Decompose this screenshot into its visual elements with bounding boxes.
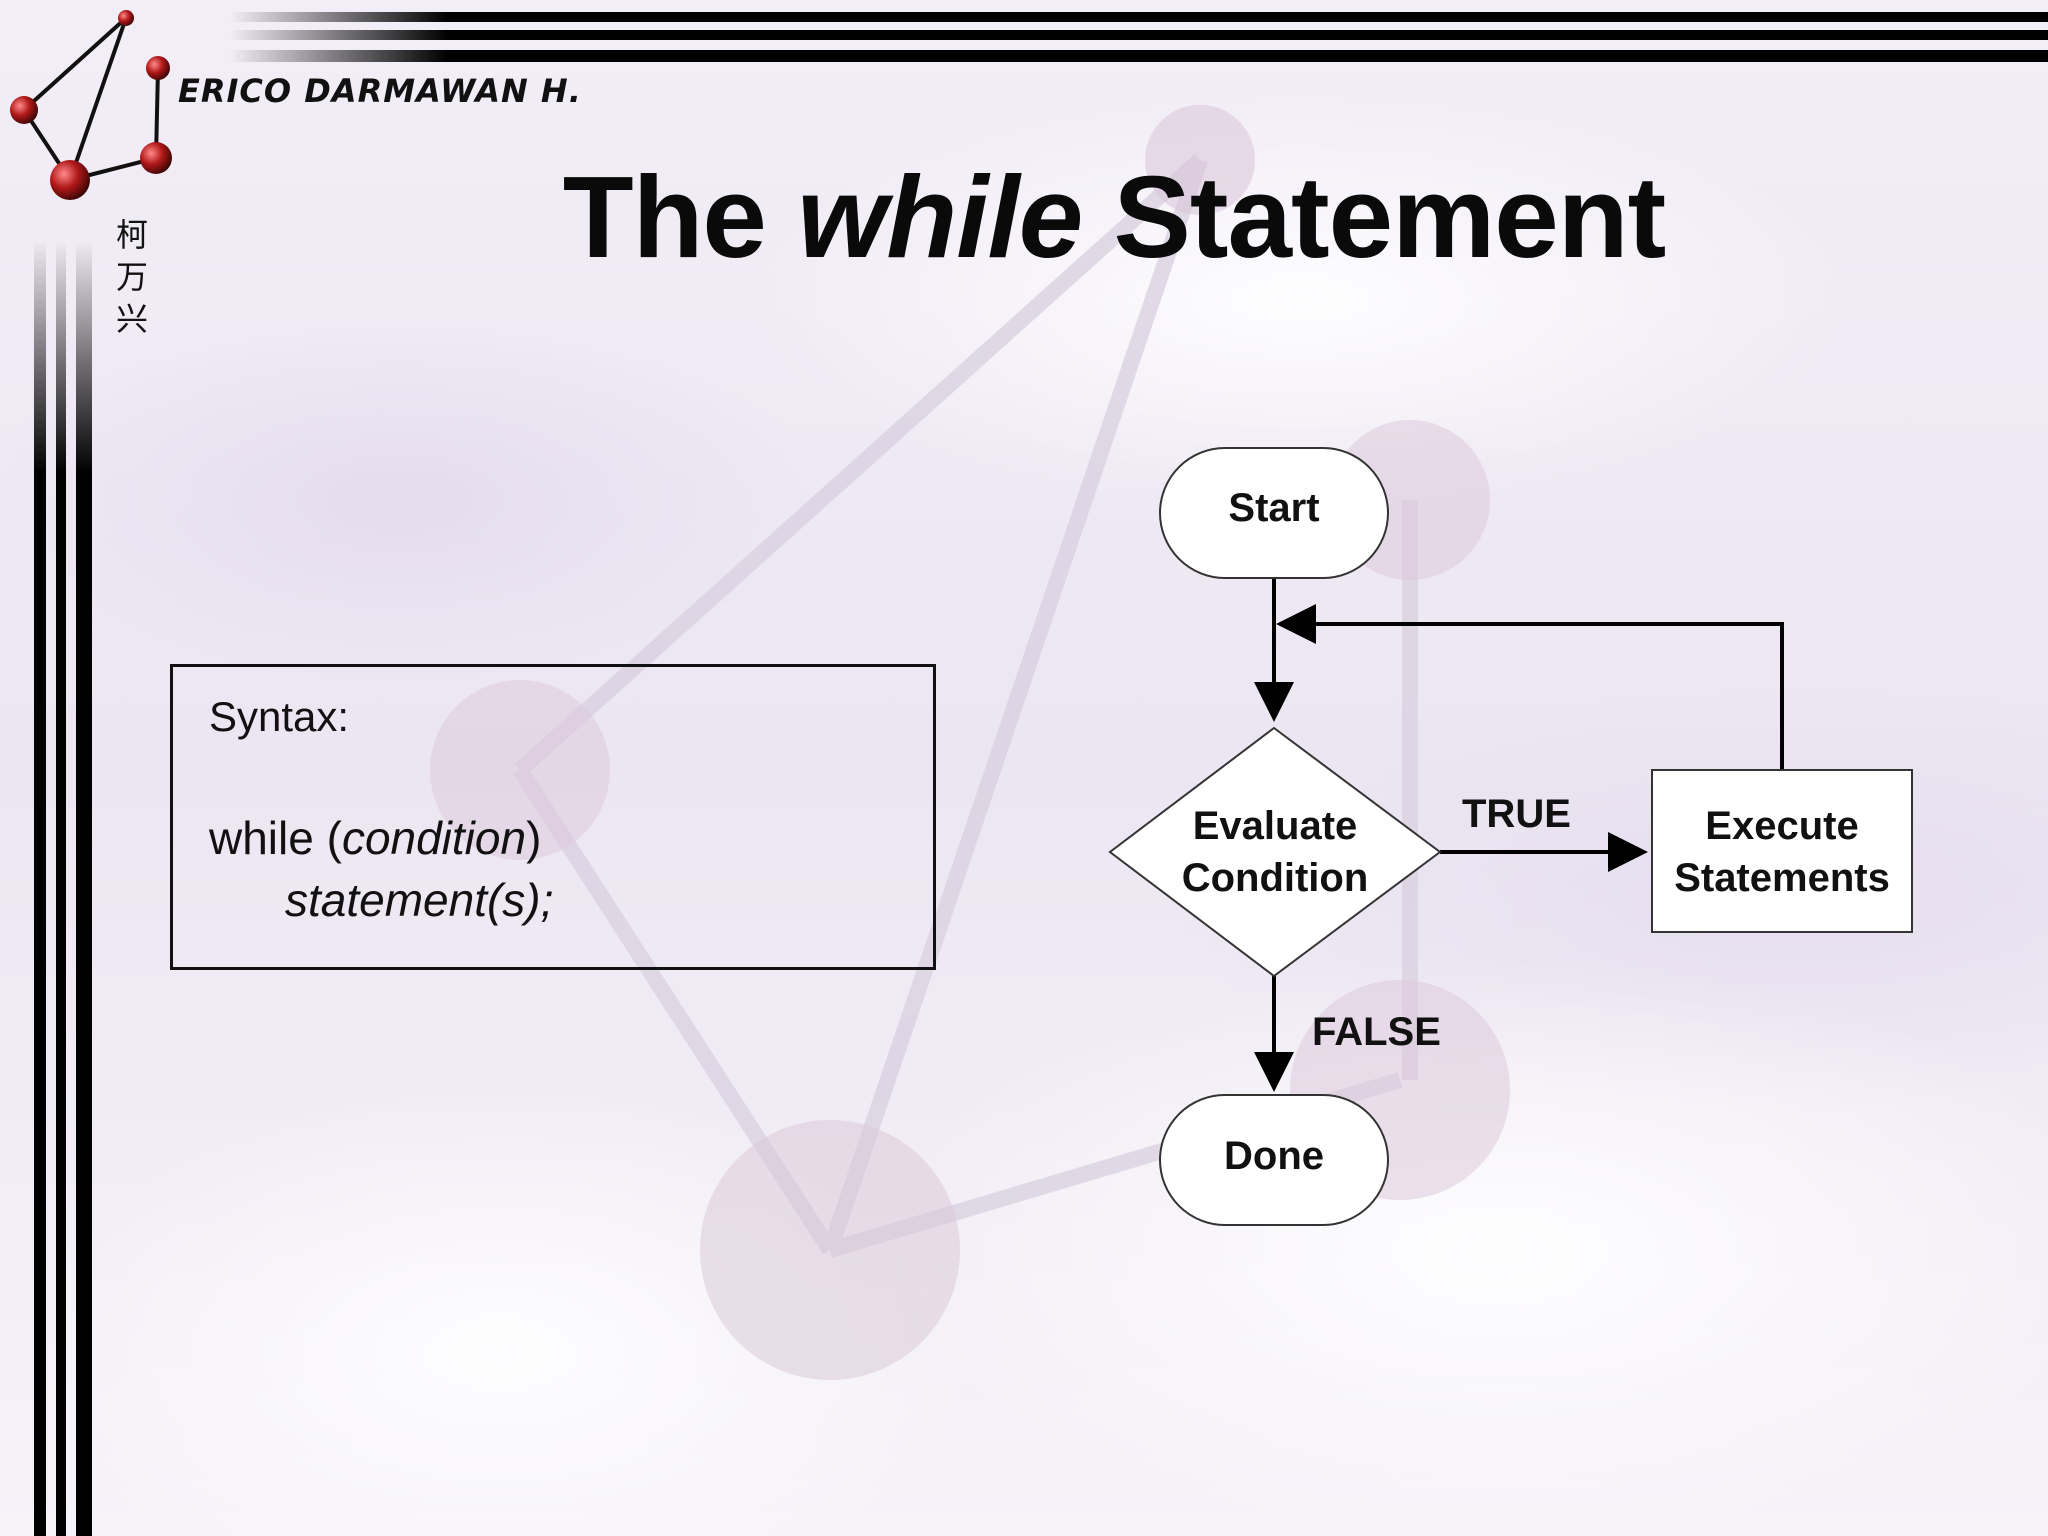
title-keyword: while bbox=[797, 152, 1083, 282]
top-stripe-3 bbox=[230, 50, 2048, 62]
author-cjk-name: 柯 万 兴 bbox=[112, 214, 152, 340]
top-stripe-1 bbox=[230, 12, 2048, 22]
syntax-label: Syntax: bbox=[209, 693, 350, 740]
left-stripe-3 bbox=[76, 240, 92, 1536]
decision-label-line: Evaluate bbox=[1192, 804, 1358, 848]
logo-nodes bbox=[10, 10, 172, 200]
syntax-while-line: while (condition) bbox=[209, 811, 541, 865]
syntax-condition: condition bbox=[341, 812, 527, 864]
slide-title: The while Statement bbox=[0, 150, 2048, 284]
action-label-line: Statements bbox=[1674, 856, 1890, 900]
arrow-loop-back bbox=[1276, 604, 1784, 770]
left-stripe-2 bbox=[56, 240, 66, 1536]
false-label: FALSE bbox=[1312, 1010, 1441, 1054]
cjk-char: 万 bbox=[115, 258, 148, 296]
left-stripe-1 bbox=[34, 240, 46, 1536]
cjk-char: 柯 bbox=[115, 216, 148, 254]
author-name: ERICO DARMAWAN H. bbox=[178, 72, 582, 110]
syntax-box: Syntax: while (condition) statement(s); bbox=[170, 664, 936, 970]
syntax-close-paren: ) bbox=[526, 812, 542, 864]
action-label-line: Execute bbox=[1705, 804, 1859, 848]
title-part: The bbox=[562, 152, 798, 282]
start-terminal bbox=[1159, 447, 1389, 579]
done-label: Done bbox=[1224, 1134, 1324, 1178]
top-stripe-2 bbox=[230, 30, 2048, 40]
syntax-statement-line: statement(s); bbox=[285, 874, 554, 926]
action-box bbox=[1651, 769, 1913, 933]
start-label: Start bbox=[1228, 486, 1320, 530]
decision-diamond bbox=[1108, 726, 1442, 978]
syntax-keyword: while ( bbox=[209, 812, 342, 864]
done-terminal bbox=[1159, 1094, 1389, 1226]
action-label: Execute Statements bbox=[1652, 800, 1912, 904]
true-label: TRUE bbox=[1462, 792, 1571, 836]
title-part: Statement bbox=[1082, 152, 1666, 282]
decision-label-line: Condition bbox=[1181, 856, 1369, 900]
cjk-char: 兴 bbox=[115, 300, 148, 338]
decision-label: Evaluate Condition bbox=[1110, 800, 1440, 904]
